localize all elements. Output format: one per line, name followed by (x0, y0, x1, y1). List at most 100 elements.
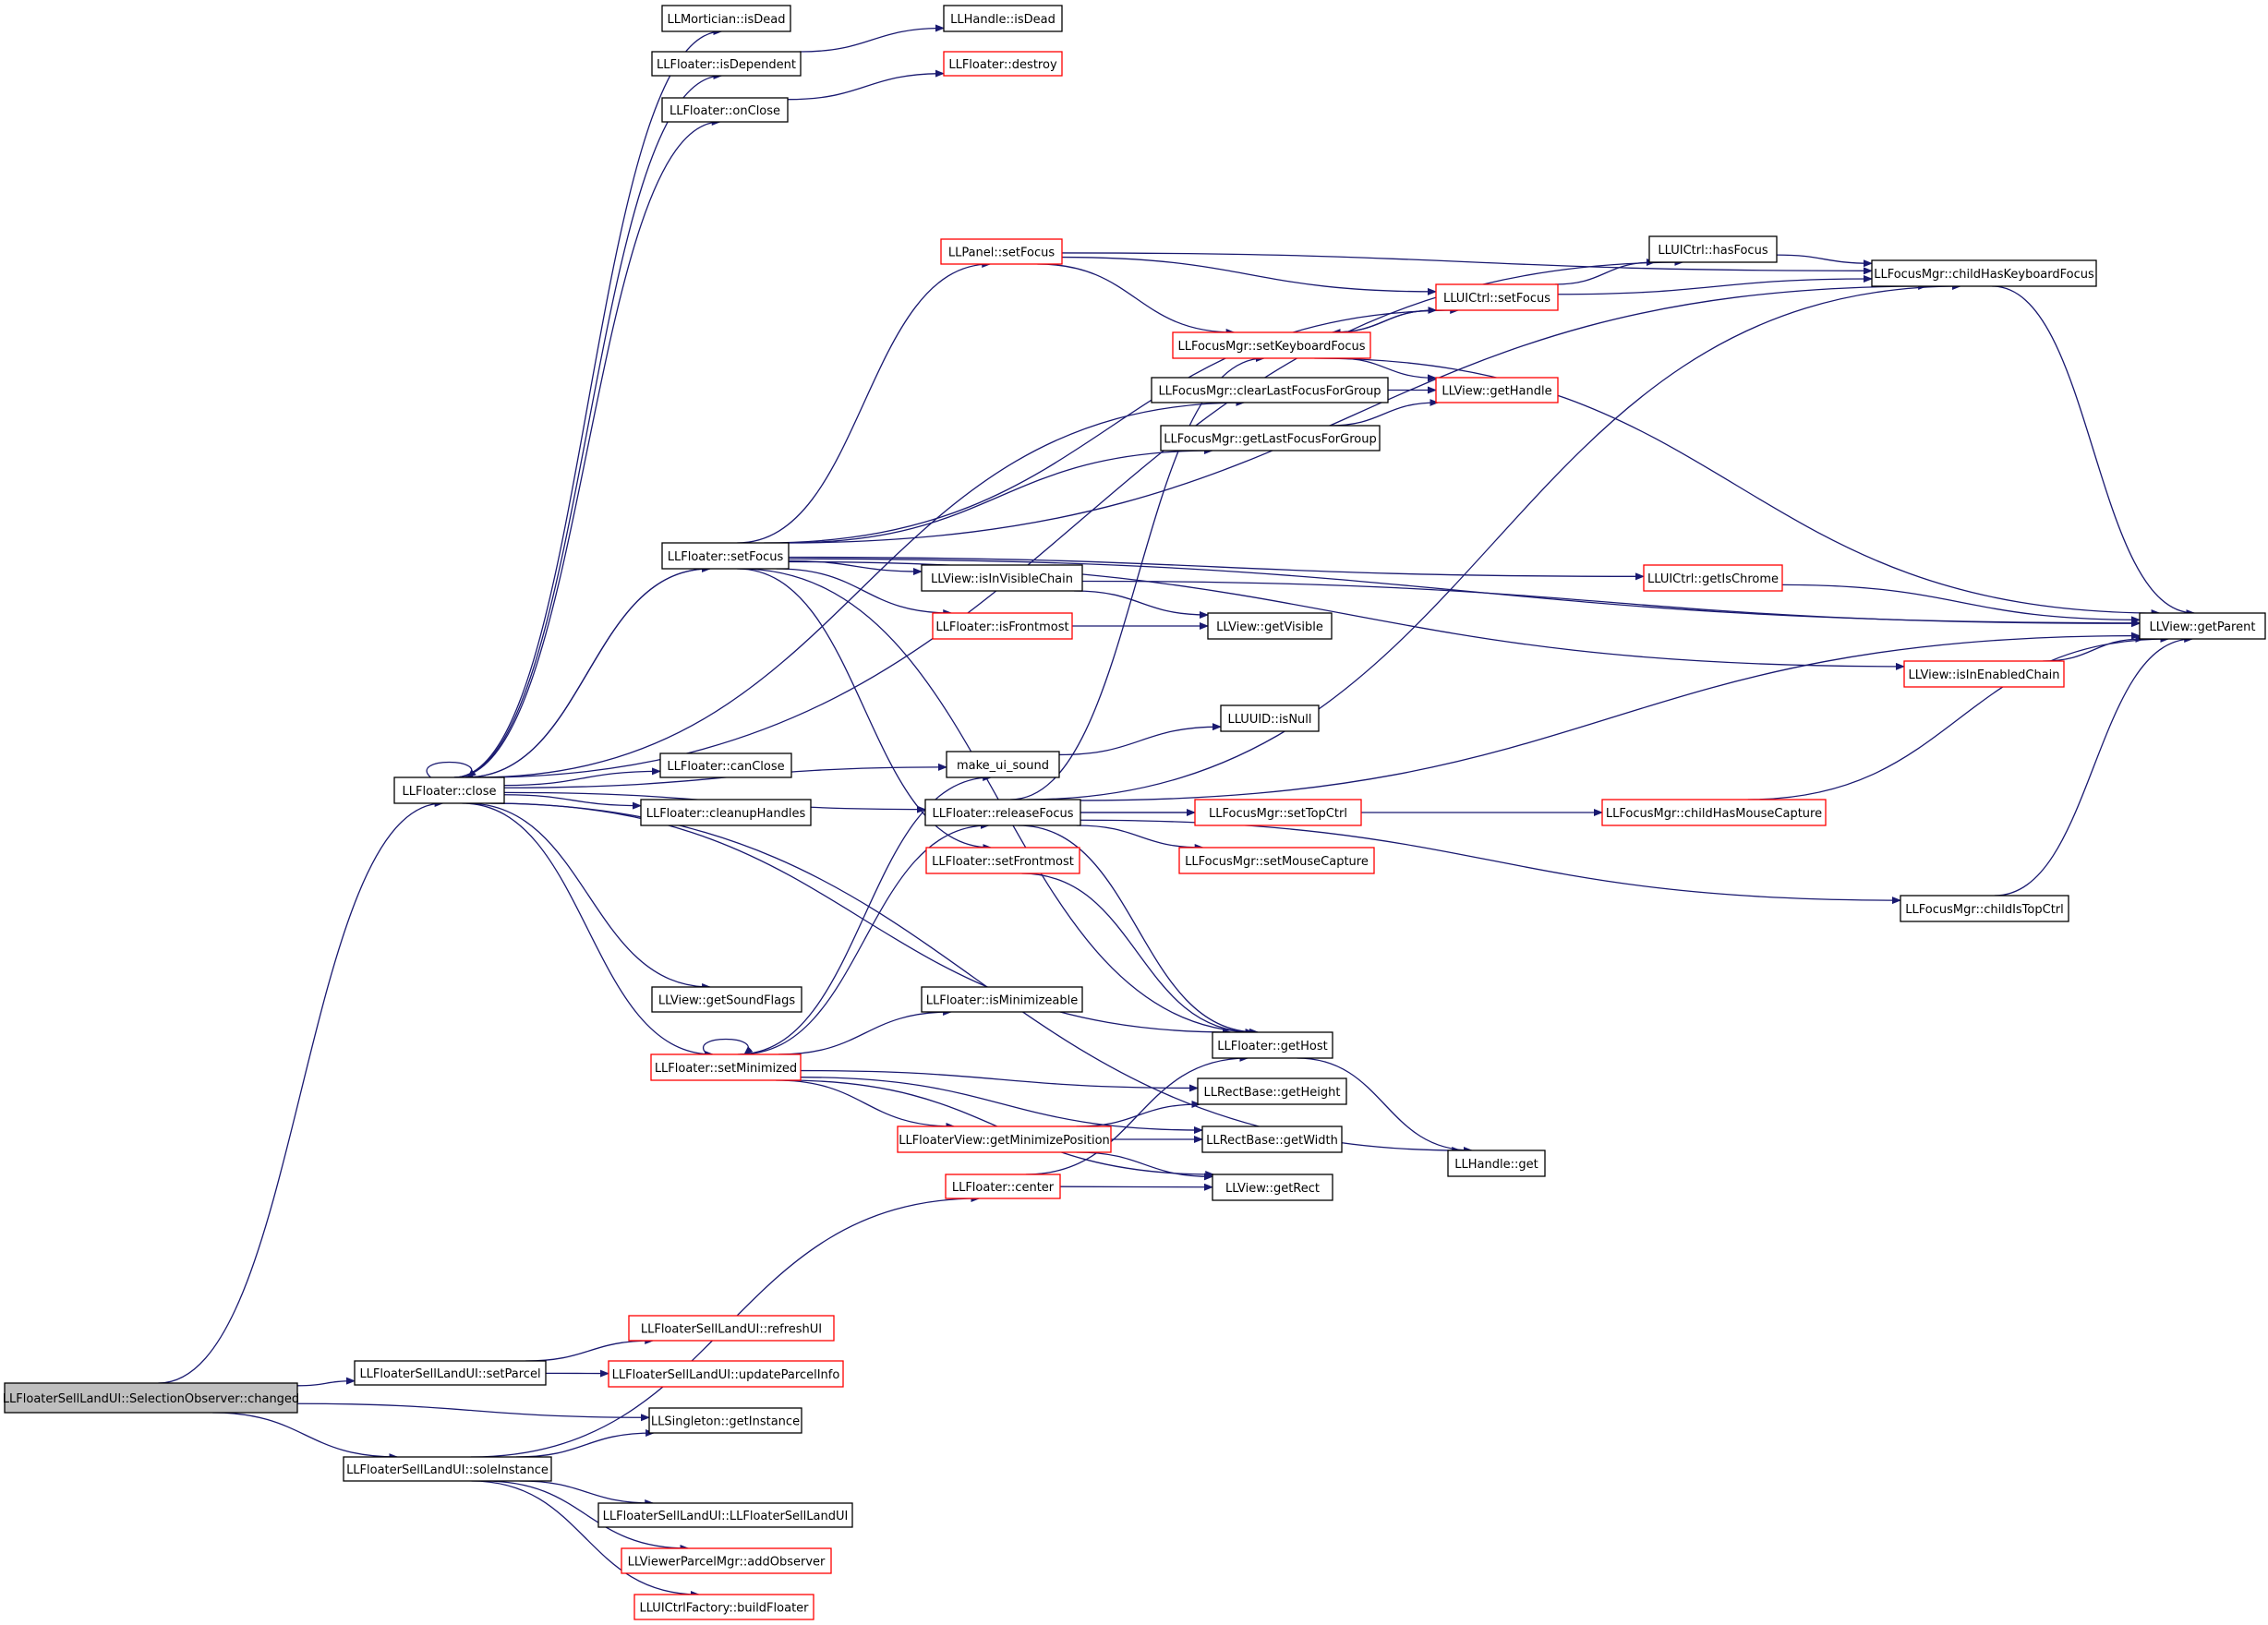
node-addObserver[interactable]: LLViewerParcelMgr::addObserver (621, 1547, 832, 1574)
node-handleGet[interactable]: LLHandle::get (1447, 1150, 1546, 1177)
node-box (897, 1125, 1112, 1153)
node-label: LLFloater::center (952, 1181, 1055, 1195)
node-getVisible[interactable]: LLView::getVisible (1207, 612, 1333, 640)
node-getWidth[interactable]: LLRectBase::getWidth (1201, 1125, 1343, 1153)
node-label: LLFocusMgr::childHasKeyboardFocus (1874, 268, 2094, 282)
edge-pSetFocus-to-uSetFocus (1061, 256, 1437, 295)
node-isInVisibleChain[interactable]: LLView::isInVisibleChain (921, 564, 1083, 592)
node-label: LLView::isInEnabledChain (1908, 668, 2059, 682)
edge-uSetFocus-to-hasFocus (1554, 259, 1656, 285)
node-isDependent[interactable]: LLFloater::isDependent (651, 51, 802, 77)
node-hasFocus[interactable]: LLUICtrl::hasFocus (1648, 235, 1778, 263)
node-getRect[interactable]: LLView::getRect (1212, 1174, 1333, 1201)
node-box (1648, 235, 1778, 263)
node-box (354, 1360, 547, 1386)
node-root[interactable]: LLFloaterSellLandUI::SelectionObserver::… (3, 1382, 299, 1414)
node-getParent[interactable]: LLView::getParent (2139, 612, 2266, 640)
edge-close-to-close (426, 761, 477, 778)
node-box (924, 799, 1081, 826)
node-pSetFocus[interactable]: LLPanel::setFocus (940, 238, 1063, 265)
node-childIsTopCtrl[interactable]: LLFocusMgr::childIsTopCtrl (1900, 895, 2069, 922)
node-label: LLFloater::onClose (670, 104, 780, 118)
node-label: LLRectBase::getHeight (1204, 1086, 1341, 1100)
node-setKbFocus[interactable]: LLFocusMgr::setKeyboardFocus (1172, 331, 1371, 359)
edge-fSetFocus-to-uSetFocus (764, 307, 1460, 544)
node-getMinPos[interactable]: LLFloaterView::getMinimizePosition (897, 1125, 1112, 1153)
node-releaseFocus[interactable]: LLFloater::releaseFocus (924, 799, 1081, 826)
node-label: LLFloaterSellLandUI::setParcel (359, 1367, 540, 1381)
node-childMouseCapture[interactable]: LLFocusMgr::childHasMouseCapture (1601, 799, 1827, 826)
node-box (661, 542, 790, 570)
node-getHeight[interactable]: LLRectBase::getHeight (1197, 1077, 1347, 1105)
node-uSetFocus[interactable]: LLUICtrl::setFocus (1435, 283, 1559, 311)
node-getHandle[interactable]: LLView::getHandle (1435, 377, 1559, 403)
node-ctor[interactable]: LLFloaterSellLandUI::LLFloaterSellLandUI (597, 1502, 853, 1528)
node-getLastFocus[interactable]: LLFocusMgr::getLastFocusForGroup (1160, 425, 1381, 451)
node-isMinimizeable[interactable]: LLFloater::isMinimizeable (921, 986, 1083, 1013)
node-label: LLFloaterSellLandUI::LLFloaterSellLandUI (603, 1510, 849, 1523)
node-label: LLFocusMgr::setTopCtrl (1209, 807, 1347, 821)
node-box (921, 564, 1083, 592)
node-setTopCtrl[interactable]: LLFocusMgr::setTopCtrl (1194, 799, 1362, 826)
edge-isInVisibleChain-to-getVisible (1074, 590, 1209, 619)
node-label: LLView::isInVisibleChain (931, 572, 1073, 586)
node-setMouseCapture[interactable]: LLFocusMgr::setMouseCapture (1178, 847, 1375, 874)
node-isDead[interactable]: LLMortician::isDead (661, 5, 791, 32)
node-close[interactable]: LLFloater::close (393, 776, 505, 804)
node-box (1643, 564, 1783, 592)
node-label: make_ui_sound (957, 759, 1049, 773)
edge-center-to-getHost (1025, 1054, 1249, 1175)
node-box (628, 1315, 835, 1342)
node-box (648, 1407, 802, 1434)
edge-getMinPos-to-getRect (1076, 1151, 1213, 1181)
node-label: LLFloater::isDependent (657, 58, 796, 72)
node-box (1903, 660, 2065, 688)
edge-close-to-getSoundFlags (466, 802, 712, 991)
node-isFrontmost[interactable]: LLFloater::isFrontmost (932, 612, 1073, 640)
node-setFrontmost[interactable]: LLFloater::setFrontmost (925, 847, 1080, 874)
node-label: LLHandle::get (1454, 1158, 1538, 1172)
node-fSetFocus[interactable]: LLFloater::setFocus (661, 542, 790, 570)
node-box (640, 799, 812, 826)
node-isNull[interactable]: LLUUID::isNull (1220, 704, 1320, 732)
edge-setMinimized-to-getMinPos (776, 1079, 956, 1130)
node-box (945, 1174, 1061, 1199)
node-label: LLFloater::close (403, 785, 497, 799)
node-box (1160, 425, 1381, 451)
node-setParcel[interactable]: LLFloaterSellLandUI::setParcel (354, 1360, 547, 1386)
node-label: LLUICtrl::getIsChrome (1647, 572, 1779, 586)
node-canClose[interactable]: LLFloater::canClose (659, 752, 792, 778)
edge-fSetFocus-to-getLastFocus (785, 447, 1214, 544)
edge-isDependent-to-handleIsDead (799, 24, 945, 53)
node-box (1194, 799, 1362, 826)
node-refreshUI[interactable]: LLFloaterSellLandUI::refreshUI (628, 1315, 835, 1342)
node-childKbFocus[interactable]: LLFocusMgr::childHasKeyboardFocus (1871, 259, 2097, 287)
node-clearLastFocus[interactable]: LLFocusMgr::clearLastFocusForGroup (1151, 377, 1389, 403)
node-makeUiSound[interactable]: make_ui_sound (946, 751, 1060, 778)
node-box (4, 1382, 298, 1414)
edge-fSetFocus-to-pSetFocus (737, 260, 992, 544)
edge-setMinimized-to-isMinimizeable (778, 1008, 953, 1055)
node-getInstance[interactable]: LLSingleton::getInstance (648, 1407, 802, 1434)
node-onClose[interactable]: LLFloater::onClose (661, 97, 789, 123)
node-getIsChrome[interactable]: LLUICtrl::getIsChrome (1643, 564, 1783, 592)
node-updateParcelInfo[interactable]: LLFloaterSellLandUI::updateParcelInfo (608, 1360, 844, 1388)
edge-fSetFocus-to-isFrontmost (776, 568, 953, 617)
node-handleIsDead[interactable]: LLHandle::isDead (943, 5, 1063, 32)
node-label: LLFloaterSellLandUI::updateParcelInfo (612, 1368, 840, 1382)
node-getSoundFlags[interactable]: LLView::getSoundFlags (651, 986, 802, 1013)
node-soleInstance[interactable]: LLFloaterSellLandUI::soleInstance (343, 1456, 552, 1482)
node-buildFloater[interactable]: LLUICtrlFactory::buildFloater (633, 1594, 814, 1620)
node-label: LLFloaterSellLandUI::soleInstance (346, 1463, 549, 1477)
node-label: LLHandle::isDead (950, 13, 1056, 27)
node-center[interactable]: LLFloater::center (945, 1174, 1061, 1199)
node-box (393, 776, 505, 804)
node-destroy[interactable]: LLFloater::destroy (943, 51, 1063, 77)
edge-childKbFocus-to-getParent (1992, 285, 2196, 617)
node-cleanupHandles[interactable]: LLFloater::cleanupHandles (640, 799, 812, 826)
edge-releaseFocus-to-getParent (1080, 632, 2141, 801)
node-setMinimized[interactable]: LLFloater::setMinimized (650, 1053, 802, 1081)
node-getHost[interactable]: LLFloater::getHost (1212, 1031, 1333, 1059)
node-isInEnabledChain[interactable]: LLView::isInEnabledChain (1903, 660, 2065, 688)
